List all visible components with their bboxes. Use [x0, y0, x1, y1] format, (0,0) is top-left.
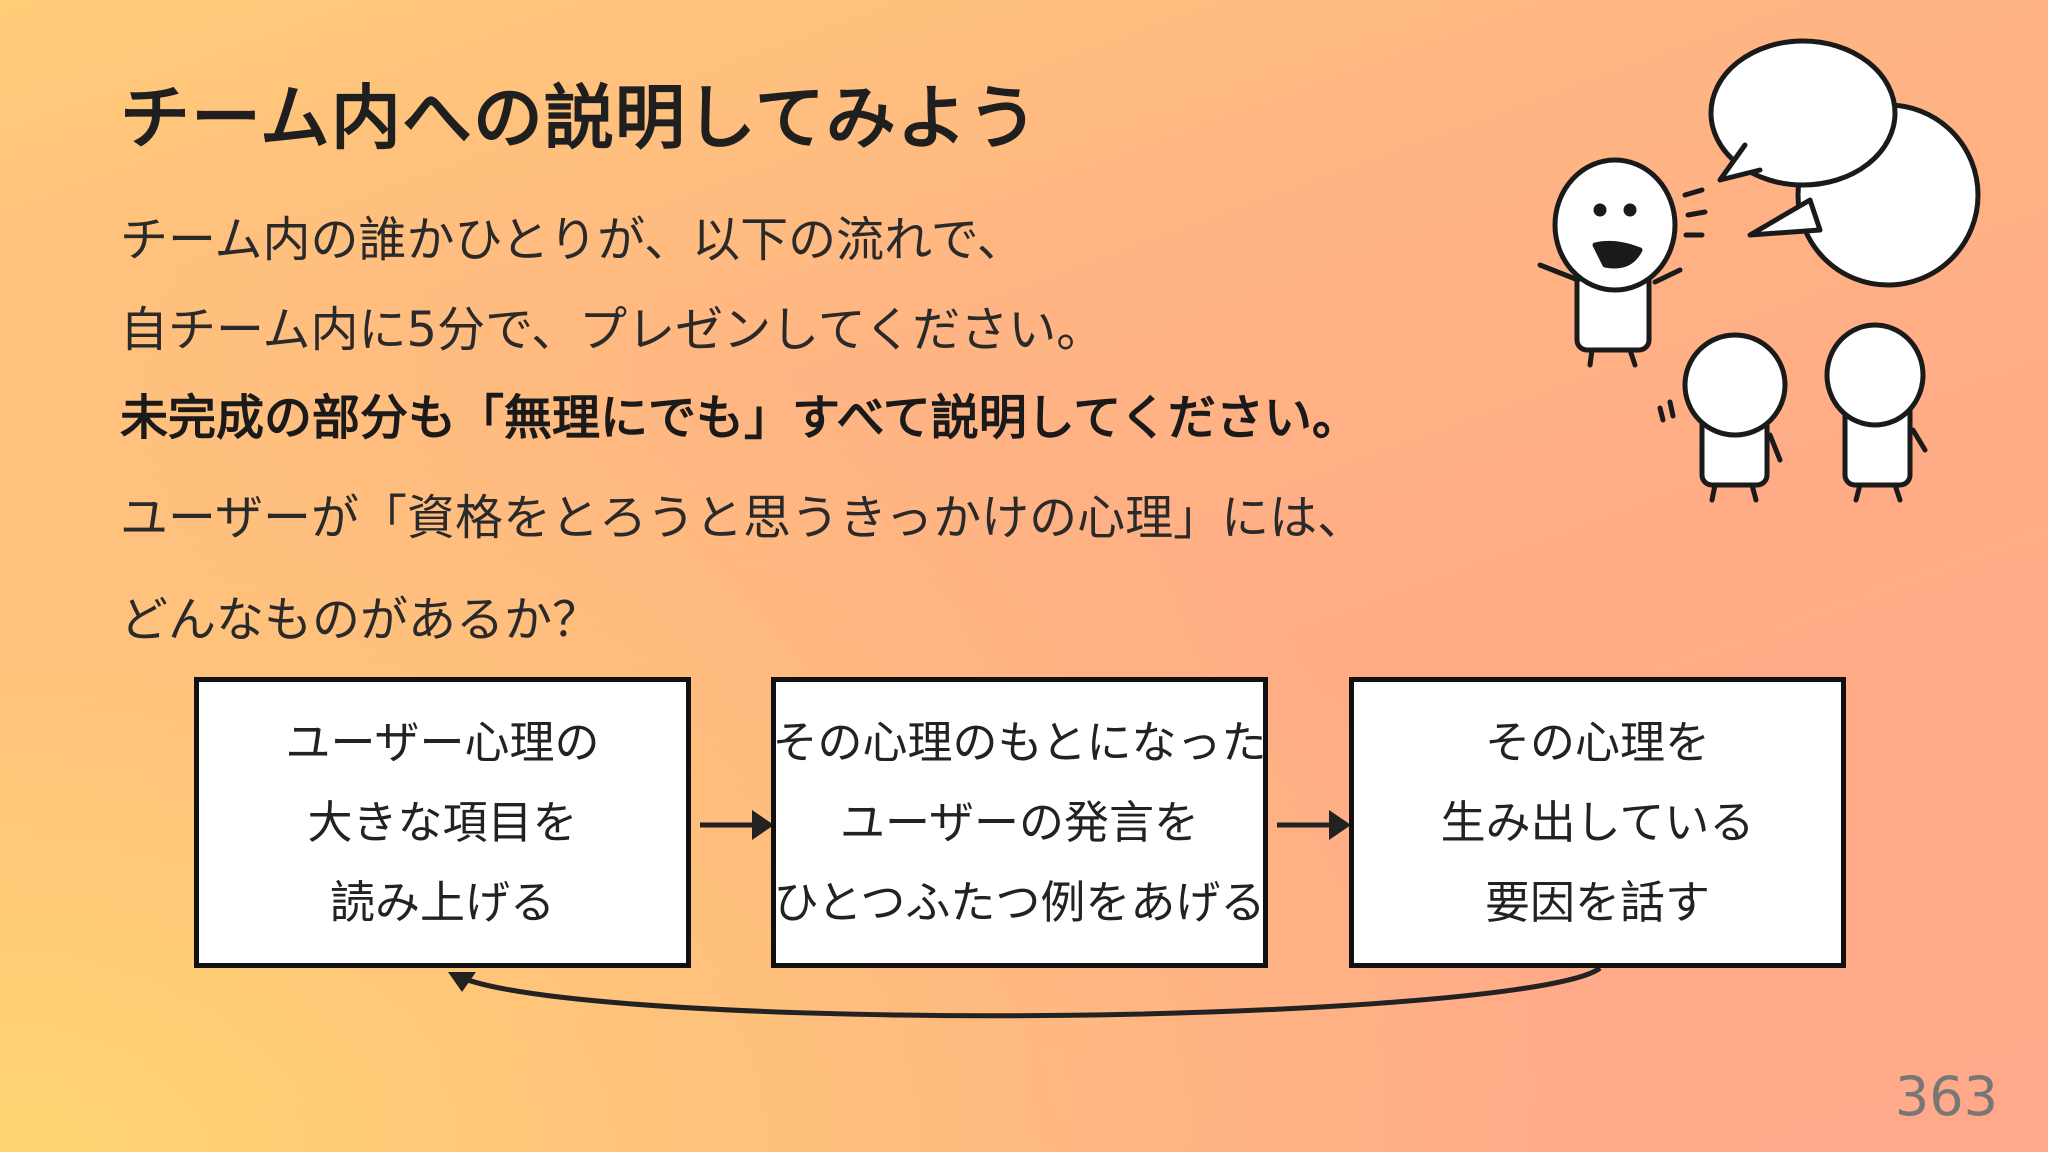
- flow-step-1-line-3: 読み上げる: [329, 875, 555, 929]
- flow-step-2: その心理のもとになった ユーザーの発言を ひとつふたつ例をあげる: [771, 677, 1268, 968]
- flow-step-2-line-3: ひとつふたつ例をあげる: [773, 875, 1266, 929]
- listening-person-icon: [1824, 322, 1928, 503]
- listening-person-icon: [1657, 332, 1788, 503]
- flow-step-1-line-2: 大きな項目を: [307, 795, 578, 849]
- loop-back-arrow: [448, 965, 1602, 1019]
- arrow-step-1-to-2: [700, 810, 774, 840]
- speech-bubble-front-icon: [1708, 38, 1898, 188]
- question-line-2: どんなものがあるか？: [120, 592, 601, 648]
- question-line-1: ユーザーが「資格をとろうと思うきっかけの心理」には、: [120, 490, 1366, 546]
- flow-step-3-line-1: その心理を: [1484, 715, 1710, 769]
- flow-step-1-line-1: ユーザー心理の: [285, 715, 600, 769]
- flow-step-3: その心理を 生み出している 要因を話す: [1349, 677, 1846, 968]
- people-talking-illustration: [1537, 38, 1981, 503]
- flow-step-2-line-1: その心理のもとになった: [772, 715, 1267, 769]
- arrow-step-2-to-3: [1277, 810, 1351, 840]
- speaking-person-icon: [1537, 157, 1708, 368]
- instruction-line-2: 自チーム内に5分で、プレゼンしてください。: [120, 302, 1105, 358]
- instruction-line-emphasis: 未完成の部分も「無理にでも」すべて説明してください。: [120, 390, 1360, 446]
- flow-step-3-line-2: 生み出している: [1440, 795, 1755, 849]
- flow-step-1: ユーザー心理の 大きな項目を 読み上げる: [194, 677, 691, 968]
- flow-step-3-line-3: 要因を話す: [1484, 875, 1710, 929]
- slide-title: チーム内への説明してみよう: [120, 77, 1039, 159]
- page-number: 363: [1894, 1065, 1998, 1128]
- flow-step-2-line-2: ユーザーの発言を: [839, 795, 1200, 849]
- instruction-line-1: チーム内の誰かひとりが、以下の流れで、: [120, 212, 1025, 268]
